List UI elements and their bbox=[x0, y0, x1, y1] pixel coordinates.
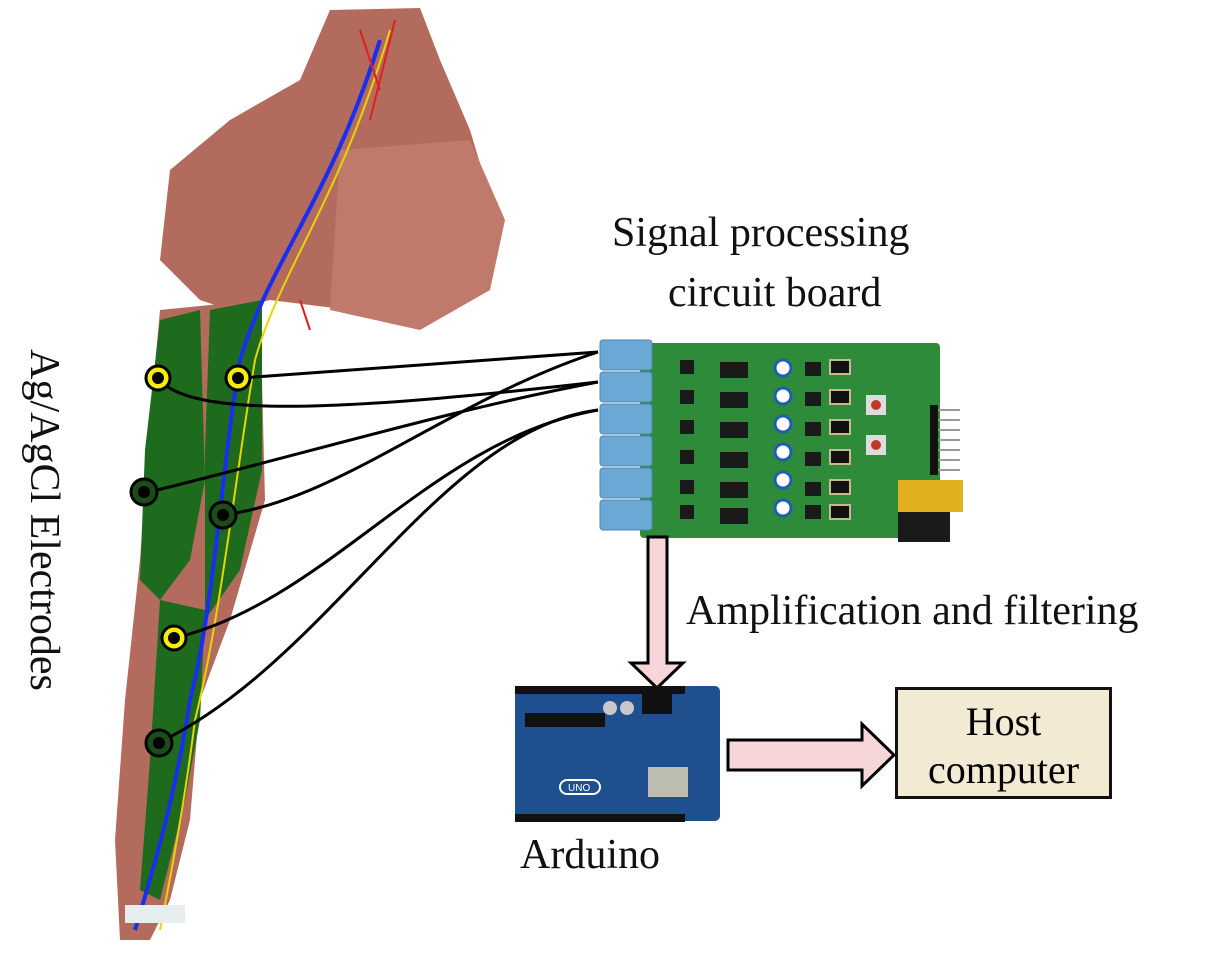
pin-header-bottom bbox=[898, 512, 950, 542]
vessels bbox=[299, 19, 396, 331]
electrode-4 bbox=[208, 500, 238, 530]
ic-chips bbox=[680, 360, 821, 524]
signal-processing-board bbox=[599, 339, 963, 542]
audio-jack bbox=[898, 480, 963, 512]
host-label-line2: computer bbox=[927, 747, 1080, 792]
arduino-label: Arduino bbox=[520, 832, 660, 878]
arduino-logo-text: UNO bbox=[568, 783, 590, 794]
board-label-line1: Signal processing bbox=[612, 210, 910, 256]
chest-muscle bbox=[330, 140, 505, 330]
right-arrow bbox=[726, 720, 897, 790]
switches bbox=[829, 359, 851, 520]
board-label-line2: circuit board bbox=[668, 270, 882, 316]
electrode-2 bbox=[224, 364, 252, 392]
header-pins bbox=[930, 405, 960, 475]
forearm-highlight bbox=[140, 600, 205, 900]
arm-illustration bbox=[115, 8, 505, 940]
electrode-1 bbox=[144, 364, 172, 392]
arduino-board: UNO bbox=[515, 686, 720, 822]
electrodes bbox=[129, 364, 252, 758]
host-computer-box: Host computer bbox=[895, 687, 1112, 799]
down-arrow bbox=[627, 535, 687, 691]
electrode-wires bbox=[144, 350, 599, 744]
push-buttons bbox=[866, 395, 886, 455]
input-connectors bbox=[599, 339, 653, 531]
amplification-label: Amplification and filtering bbox=[686, 588, 1139, 634]
wrist-band bbox=[125, 905, 185, 923]
electrode-6 bbox=[144, 728, 174, 758]
electrodes-label: Ag/AgCl Electrodes bbox=[21, 349, 67, 691]
electrode-3 bbox=[129, 477, 159, 507]
nerve bbox=[159, 29, 391, 931]
potentiometers bbox=[773, 358, 793, 518]
host-label-line1: Host bbox=[965, 699, 1042, 744]
electrode-5 bbox=[160, 624, 188, 652]
